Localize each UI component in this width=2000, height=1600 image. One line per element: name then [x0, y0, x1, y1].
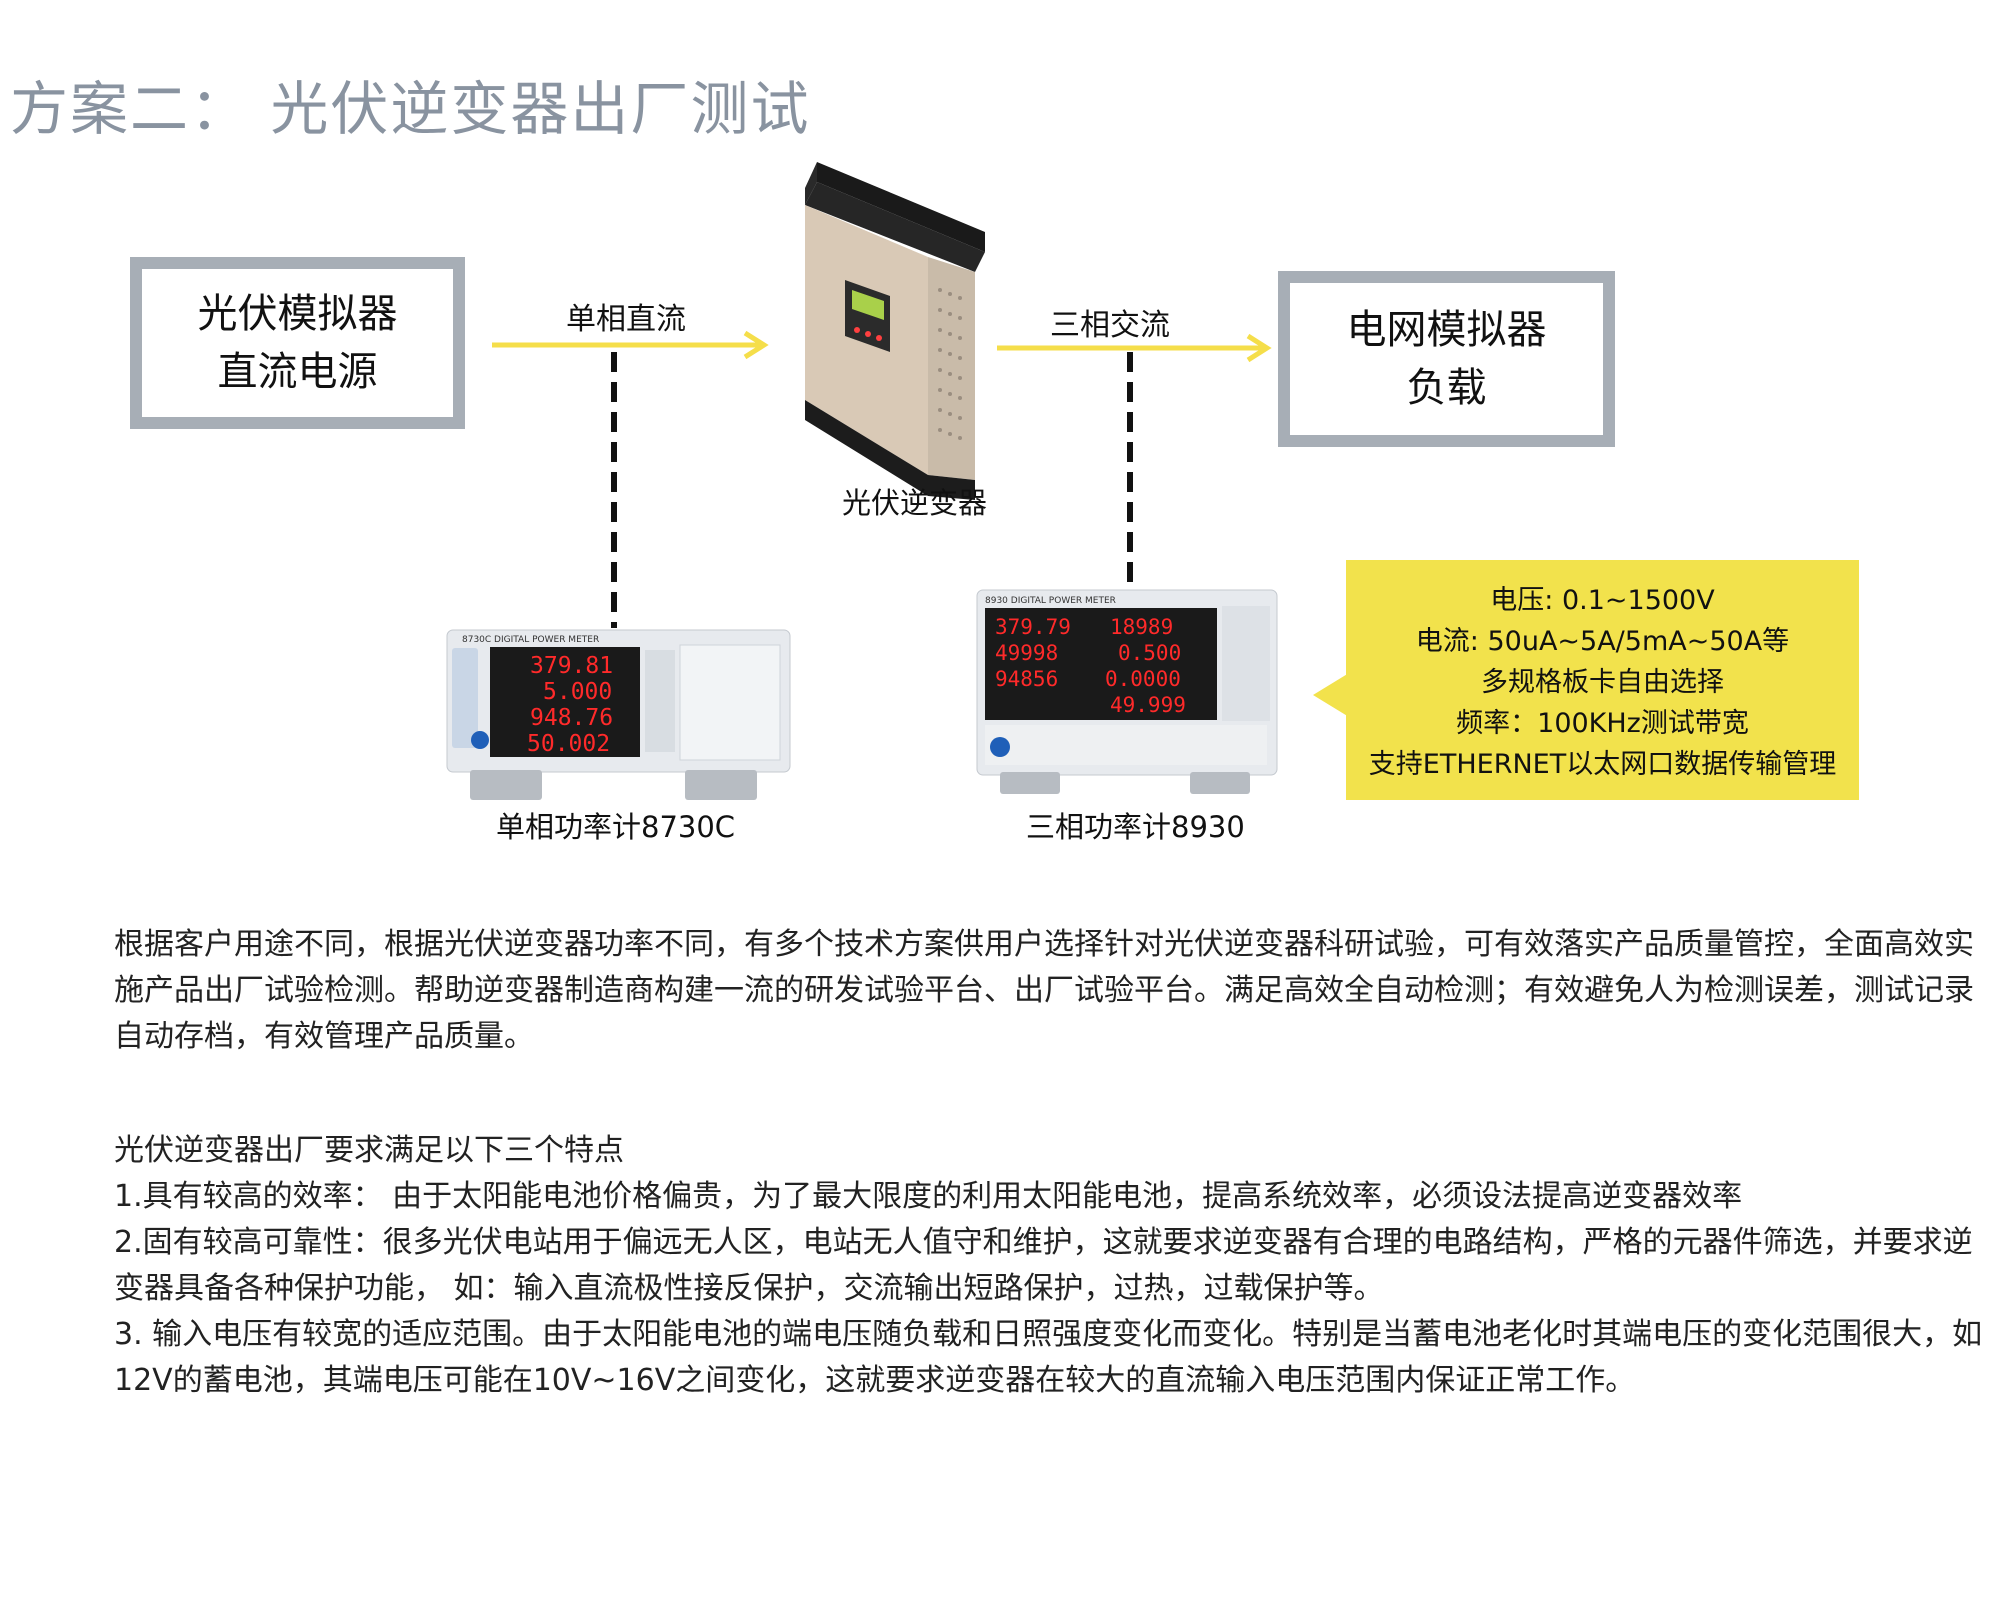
- spec-ethernet: 支持ETHERNET以太网口数据传输管理: [1368, 749, 1837, 780]
- pv-simulator-line1: 光伏模拟器: [197, 291, 398, 337]
- pv-simulator-box: 光伏模拟器 直流电源: [130, 257, 465, 429]
- meter-8730c-model-text: 8730C DIGITAL POWER METER: [462, 635, 599, 645]
- meter-8930-reading-6: 0.0000: [1105, 667, 1181, 691]
- three-phase-meter-illustration: 8930 DIGITAL POWER METER 379.79 18989 49…: [976, 589, 1278, 794]
- pv-simulator-line2: 直流电源: [217, 349, 378, 395]
- meter-8930-model-text: 8930 DIGITAL POWER METER: [985, 596, 1116, 606]
- spec-frequency: 频率：100KHz测试带宽: [1456, 708, 1749, 739]
- grid-simulator-line1: 电网模拟器: [1346, 307, 1547, 353]
- meter-8930-reading-7: 49.999: [1110, 693, 1186, 717]
- meter-8930-reading-2: 18989: [1110, 615, 1173, 639]
- three-phase-meter-label: 三相功率计8930: [1026, 810, 1245, 844]
- requirements-heading: 光伏逆变器出厂要求满足以下三个特点: [114, 1133, 624, 1168]
- ac-arrow: [997, 333, 1272, 363]
- requirement-3: 3. 输入电压有较宽的适应范围。由于太阳能电池的端电压随负载和日照强度变化而变化…: [114, 1317, 1983, 1398]
- meter-8930-reading-1: 379.79: [995, 615, 1071, 639]
- single-phase-meter-label: 单相功率计8730C: [496, 810, 736, 844]
- dc-arrow: [492, 330, 769, 360]
- requirements-paragraph: 光伏逆变器出厂要求满足以下三个特点 1.具有较高的效率： 由于太阳能电池价格偏贵…: [114, 1128, 1988, 1404]
- meter-8930-reading-5: 94856: [995, 667, 1058, 691]
- spec-boards: 多规格板卡自由选择: [1481, 667, 1724, 698]
- inverter-illustration: [805, 162, 985, 500]
- spec-callout: 电压: 0.1~1500V 电流: 50uA~5A/5mA~50A等 多规格板卡…: [1346, 560, 1859, 800]
- grid-simulator-box: 电网模拟器 负载: [1278, 271, 1615, 447]
- inverter-label: 光伏逆变器: [842, 486, 988, 520]
- meter-8730c-reading-1: 379.81: [530, 653, 613, 679]
- meter-8730c-reading-3: 948.76: [530, 705, 613, 731]
- requirement-2: 2.固有较高可靠性：很多光伏电站用于偏远无人区，电站无人值守和维护，这就要求逆变…: [114, 1225, 1973, 1306]
- intro-paragraph: 根据客户用途不同，根据光伏逆变器功率不同，有多个技术方案供用户选择针对光伏逆变器…: [114, 927, 1974, 1054]
- meter-8730c-reading-4: 50.002: [527, 731, 610, 757]
- dc-flow-label: 单相直流: [566, 302, 686, 337]
- spec-voltage: 电压: 0.1~1500V: [1490, 585, 1715, 616]
- ac-flow-label: 三相交流: [1050, 308, 1170, 343]
- page-title: 方案二： 光伏逆变器出厂测试: [10, 75, 811, 143]
- spec-current: 电流: 50uA~5A/5mA~50A等: [1415, 626, 1790, 657]
- spec-callout-pointer: [1313, 673, 1349, 717]
- meter-8930-reading-3: 49998: [995, 641, 1058, 665]
- single-phase-meter-illustration: 8730C DIGITAL POWER METER 379.81 5.000 9…: [446, 629, 791, 800]
- meter-8730c-reading-2: 5.000: [543, 679, 612, 705]
- meter-8930-reading-4: 0.500: [1118, 641, 1181, 665]
- grid-simulator-line2: 负载: [1406, 365, 1487, 411]
- requirement-1: 1.具有较高的效率： 由于太阳能电池价格偏贵，为了最大限度的利用太阳能电池，提高…: [114, 1179, 1743, 1214]
